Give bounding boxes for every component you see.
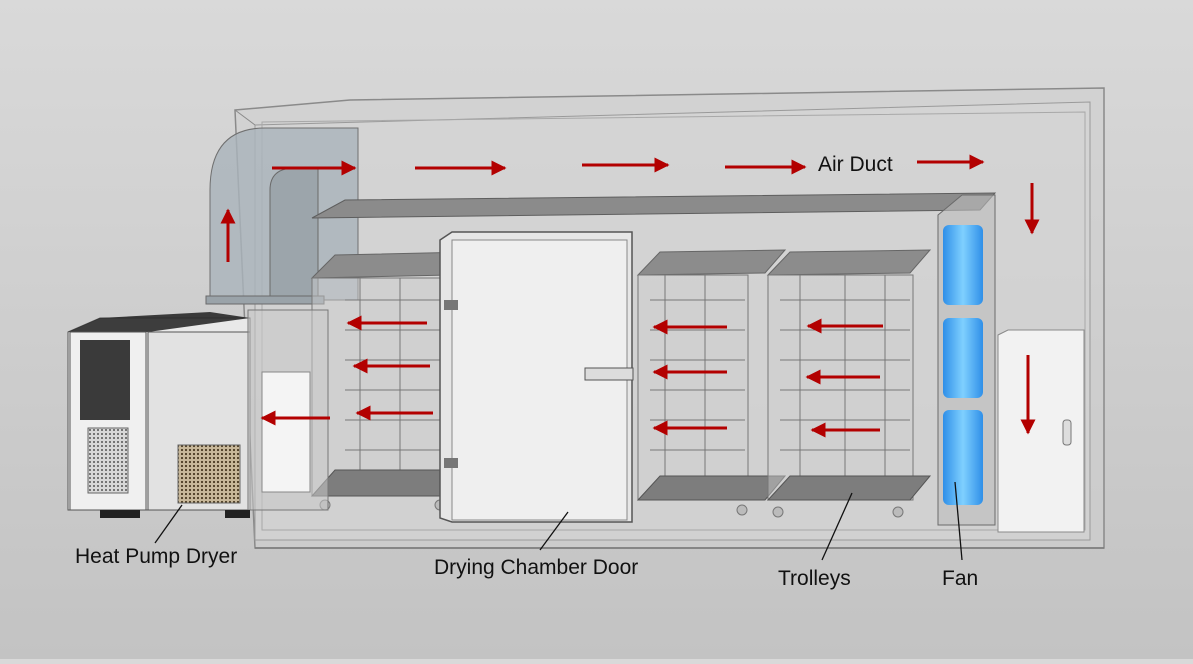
trolleys-label: Trolleys — [778, 567, 851, 591]
fan-label: Fan — [942, 567, 978, 591]
control-cabinet — [998, 330, 1084, 532]
door-handle — [585, 368, 633, 380]
trolley-right — [768, 250, 930, 517]
fan-blade-top — [943, 225, 983, 305]
fan-blade-middle — [943, 318, 983, 398]
air-duct-label: Air Duct — [818, 153, 893, 177]
control-panel — [80, 340, 130, 420]
heat-pump-dryer-label: Heat Pump Dryer — [75, 545, 237, 569]
fan-blade-bottom — [943, 410, 983, 505]
drying-chamber-door — [440, 232, 633, 522]
heat-pump-dryer-unit — [68, 310, 328, 518]
drying-chamber-door-label: Drying Chamber Door — [434, 556, 638, 580]
fan-column — [938, 195, 995, 525]
